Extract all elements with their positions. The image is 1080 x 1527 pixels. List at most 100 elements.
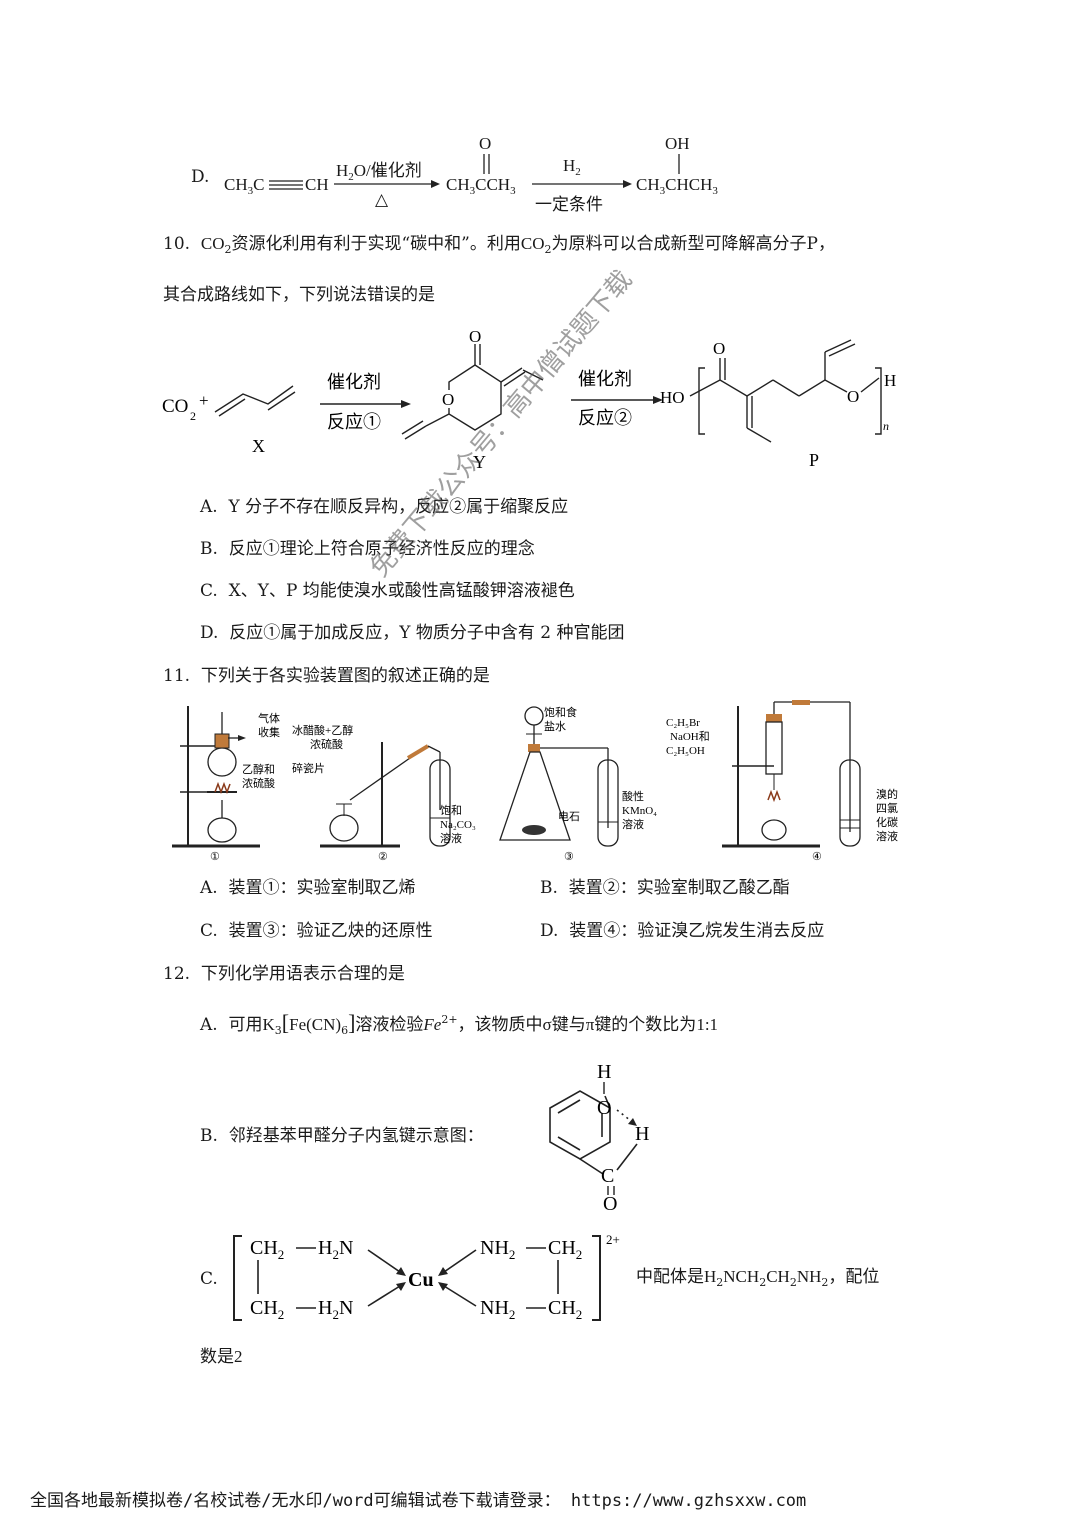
q10-synthesis-scheme: CO 2 + X 催化剂 反应① O O Y 催化剂 反应② HO xyxy=(162,330,896,472)
svg-text:+: + xyxy=(199,391,209,410)
svg-text:CH2: CH2 xyxy=(250,1297,284,1322)
q12-option-b[interactable]: B. 邻羟基苯甲醛分子内氢键示意图： xyxy=(200,1126,484,1146)
svg-text:化碳: 化碳 xyxy=(876,815,898,829)
svg-text:P: P xyxy=(809,450,819,470)
svg-text:CH2: CH2 xyxy=(250,1237,284,1262)
svg-text:2: 2 xyxy=(190,409,196,423)
svg-text:H: H xyxy=(597,1061,611,1083)
q10-option-b[interactable]: B. 反应①理论上符合原子经济性反应的理念 xyxy=(200,539,535,559)
svg-text:O: O xyxy=(469,330,481,346)
double-bond-co xyxy=(483,154,490,174)
svg-text:反应①: 反应① xyxy=(327,412,381,432)
q11-apparatus-figure: 气体 收集 乙醇和 浓硫酸 ① 冰醋酸+乙醇 浓硫酸 碎瓷片 饱和 Na₂CO₃… xyxy=(172,700,898,863)
svg-text:溶液: 溶液 xyxy=(622,817,644,831)
svg-text:NH2: NH2 xyxy=(480,1297,515,1322)
svg-text:C₂H₅Br: C₂H₅Br xyxy=(666,717,700,729)
svg-text:②: ② xyxy=(378,851,388,863)
svg-text:饱和: 饱和 xyxy=(440,803,462,817)
apparatus-3: 饱和食 盐水 电石 酸性 KMnO₄ 溶液 ③ xyxy=(499,705,657,863)
reactant-ch: CH xyxy=(305,175,329,194)
svg-text:浓硫酸: 浓硫酸 xyxy=(242,776,275,790)
svg-text:O: O xyxy=(442,390,454,409)
svg-text:O: O xyxy=(597,1097,611,1119)
svg-text:O: O xyxy=(847,387,859,406)
butadiene-skeleton xyxy=(214,385,294,413)
svg-text:2+: 2+ xyxy=(606,1232,620,1247)
svg-text:浓硫酸: 浓硫酸 xyxy=(310,737,343,751)
reaction-arrow xyxy=(334,180,440,188)
svg-text:KMnO₄: KMnO₄ xyxy=(622,805,657,817)
svg-text:溶液: 溶液 xyxy=(440,831,462,845)
cond2-bottom: 一定条件 xyxy=(535,195,603,214)
triple-bond xyxy=(269,180,303,190)
cu-en-complex-diagram: 2+ CH2 H2N CH2 H2N Cu NH2 CH2 NH2 CH2 xyxy=(233,1232,620,1322)
q11-option-c[interactable]: C. 装置③：验证乙炔的还原性 xyxy=(200,921,433,941)
svg-text:气体: 气体 xyxy=(258,711,280,725)
svg-text:溴的: 溴的 xyxy=(876,787,898,801)
svg-text:O: O xyxy=(713,339,725,358)
svg-text:NaOH和: NaOH和 xyxy=(670,730,710,743)
svg-text:H: H xyxy=(884,371,896,390)
svg-text:C₂H₅OH: C₂H₅OH xyxy=(666,745,705,757)
footer-banner[interactable]: 全国各地最新模拟卷/名校试卷/无水印/word可编辑试卷下载请登录： https… xyxy=(30,1491,807,1511)
q12-option-c-text: 中配体是H2NCH2CH2NH2，配位 xyxy=(636,1267,880,1289)
q10-option-d[interactable]: D. 反应①属于加成反应，Y 物质分子中含有 2 种官能团 xyxy=(200,623,625,643)
svg-text:碎瓷片: 碎瓷片 xyxy=(292,761,325,775)
svg-text:电石: 电石 xyxy=(558,810,580,823)
option-label: D. xyxy=(191,167,210,187)
svg-text:H2N: H2N xyxy=(318,1237,353,1262)
q11-stem: 11. 下列关于各实验装置图的叙述正确的是 xyxy=(163,666,490,686)
q12-option-a[interactable]: A. 可用K3[Fe(CN)6]溶液检验Fe2+，该物质中σ键与π键的个数比为1… xyxy=(200,1010,719,1038)
svg-text:Cu: Cu xyxy=(408,1269,434,1291)
product-acetone: CH3CCH3 xyxy=(446,175,516,197)
svg-text:③: ③ xyxy=(564,851,574,863)
q12-option-c-label[interactable]: C. xyxy=(200,1269,218,1289)
q10-option-c[interactable]: C. X、Y、P 均能使溴水或酸性高锰酸钾溶液褪色 xyxy=(200,581,575,601)
svg-text:Na₂CO₃: Na₂CO₃ xyxy=(440,819,476,831)
cond1-top: H2O/催化剂 xyxy=(336,161,422,183)
svg-text:HO: HO xyxy=(660,388,685,407)
svg-text:①: ① xyxy=(210,851,220,863)
svg-text:收集: 收集 xyxy=(258,725,280,739)
svg-text:Y: Y xyxy=(473,452,486,472)
svg-text:X: X xyxy=(252,436,265,456)
apparatus-1: 气体 收集 乙醇和 浓硫酸 ① xyxy=(172,706,280,863)
svg-text:反应②: 反应② xyxy=(578,408,632,428)
q12-stem: 12. 下列化学用语表示合理的是 xyxy=(163,964,405,984)
isopropanol-oh: OH xyxy=(665,134,690,153)
svg-text:冰醋酸+乙醇: 冰醋酸+乙醇 xyxy=(292,723,353,737)
svg-text:C: C xyxy=(601,1165,614,1187)
reactant-propyne: CH3C xyxy=(224,175,265,197)
svg-text:CO: CO xyxy=(162,396,188,417)
svg-text:H: H xyxy=(635,1123,649,1145)
cond2-top: H2 xyxy=(563,156,581,178)
cond1-bottom: △ xyxy=(375,190,389,209)
q10-stem-line2: 其合成路线如下，下列说法错误的是 xyxy=(163,285,435,305)
single-bond-coh xyxy=(678,154,680,174)
svg-text:乙醇和: 乙醇和 xyxy=(242,762,275,776)
q11-option-a[interactable]: A. 装置①：实验室制取乙烯 xyxy=(200,878,416,898)
svg-text:酸性: 酸性 xyxy=(622,789,644,803)
svg-text:n: n xyxy=(883,419,889,433)
apparatus-2: 冰醋酸+乙醇 浓硫酸 碎瓷片 饱和 Na₂CO₃ 溶液 ② xyxy=(292,723,476,863)
svg-text:催化剂: 催化剂 xyxy=(578,369,632,389)
reaction-arrow-2 xyxy=(532,180,632,188)
svg-text:催化剂: 催化剂 xyxy=(327,372,381,392)
svg-text:盐水: 盐水 xyxy=(544,720,566,733)
svg-text:溶液: 溶液 xyxy=(876,829,898,843)
q10-option-a[interactable]: A. Y 分子不存在顺反异构，反应②属于缩聚反应 xyxy=(200,497,569,517)
acetone-oxygen: O xyxy=(479,134,492,153)
q12-option-c-cont: 数是2 xyxy=(200,1347,243,1367)
svg-text:NH2: NH2 xyxy=(480,1237,515,1262)
svg-text:CH2: CH2 xyxy=(548,1237,582,1262)
svg-text:CH2: CH2 xyxy=(548,1297,582,1322)
svg-text:饱和食: 饱和食 xyxy=(544,705,577,719)
salicylaldehyde-hbond-diagram: H O H C O xyxy=(549,1061,649,1213)
product-isopropanol: CH3CHCH3 xyxy=(636,175,718,197)
q11-option-d[interactable]: D. 装置④：验证溴乙烷发生消去反应 xyxy=(540,921,825,941)
svg-text:H2N: H2N xyxy=(318,1297,353,1322)
q11-option-b[interactable]: B. 装置②：实验室制取乙酸乙酯 xyxy=(540,878,790,898)
q10-stem-line1: 10. CO2资源化利用有利于实现“碳中和”。利用CO2为原料可以合成新型可降解… xyxy=(163,234,835,256)
svg-text:四氯: 四氯 xyxy=(876,801,898,815)
apparatus-4: C₂H₅Br NaOH和 C₂H₅OH 溴的 四氯 化碳 溶液 ④ xyxy=(666,700,898,863)
